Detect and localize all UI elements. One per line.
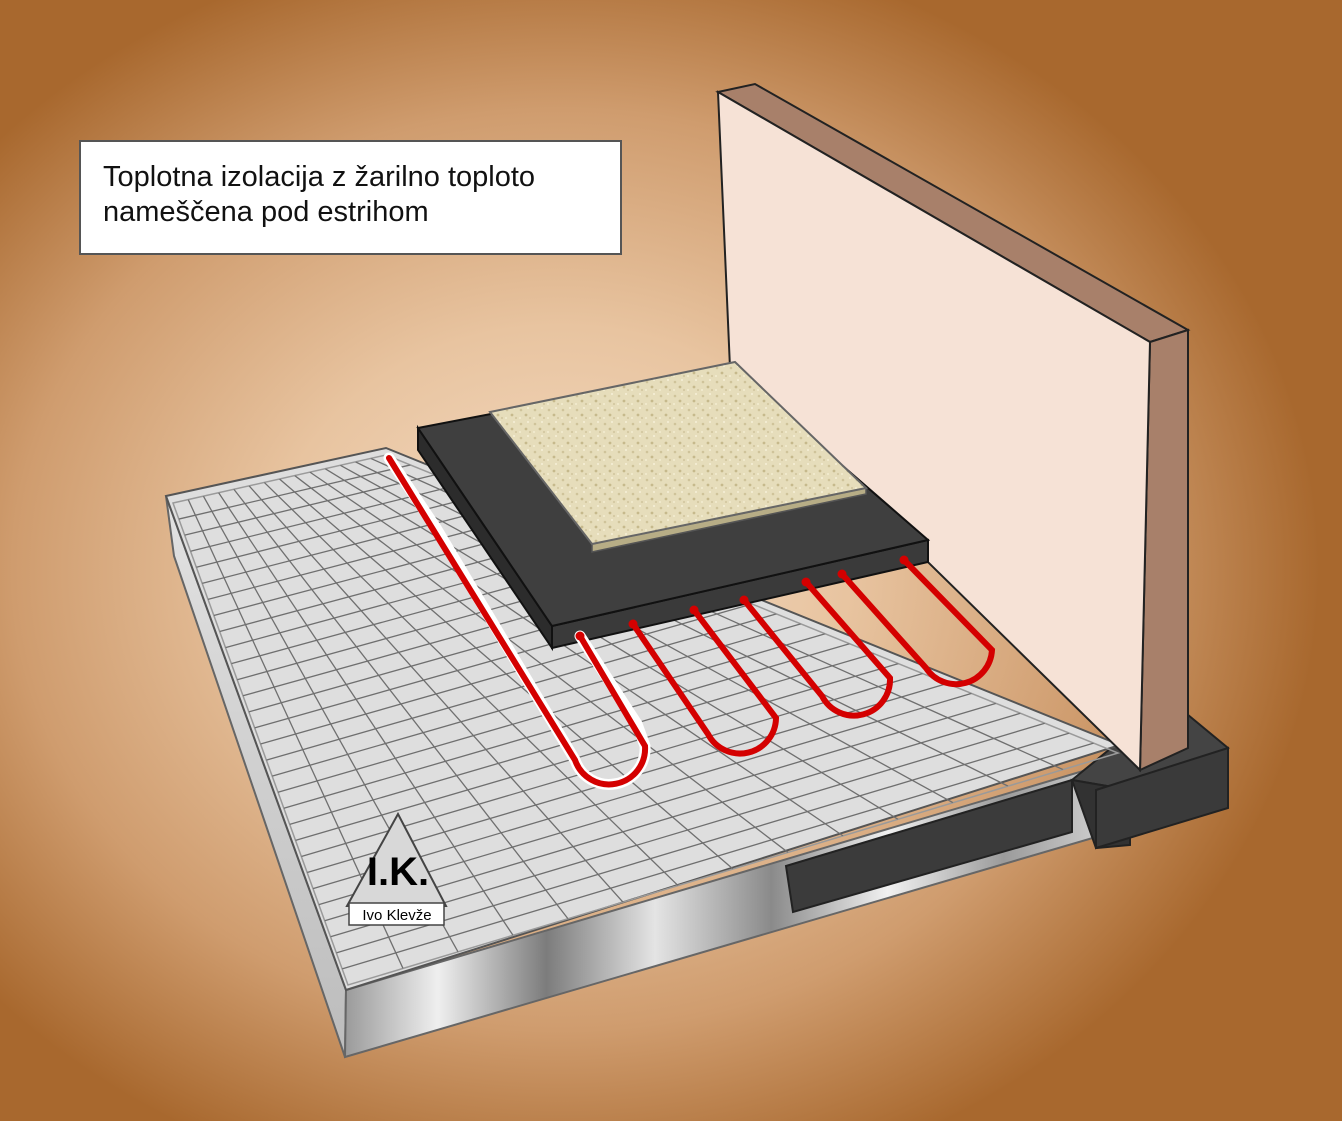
mesh-line bbox=[309, 471, 844, 837]
badge-initials: I.K. bbox=[367, 850, 429, 894]
mesh-line bbox=[233, 488, 569, 920]
caption-line-1: Toplotna izolacija z žarilno toploto bbox=[103, 161, 536, 193]
floor-tile bbox=[488, 360, 869, 546]
wall-face bbox=[716, 90, 1152, 773]
caption-box: Toplotna izolacija z žarilno toploto nam… bbox=[79, 140, 622, 255]
insulation-inner-border bbox=[172, 454, 1121, 986]
wall-footing-front bbox=[1095, 746, 1229, 850]
mesh-line bbox=[263, 481, 679, 887]
mesh-line bbox=[279, 478, 734, 870]
caption-line-2: nameščena pod estrihom bbox=[103, 196, 429, 228]
mesh-line bbox=[340, 464, 954, 804]
badge-author: Ivo Klevže bbox=[362, 907, 431, 924]
mesh-line bbox=[218, 492, 514, 936]
heating-cable bbox=[386, 455, 996, 788]
mesh-line bbox=[248, 485, 624, 903]
foundation-strip bbox=[784, 778, 1073, 914]
mesh-line bbox=[324, 468, 899, 820]
author-badge: I.K. Ivo Klevže bbox=[345, 811, 448, 926]
badge-name-box bbox=[348, 902, 445, 926]
mesh-line bbox=[294, 475, 789, 853]
